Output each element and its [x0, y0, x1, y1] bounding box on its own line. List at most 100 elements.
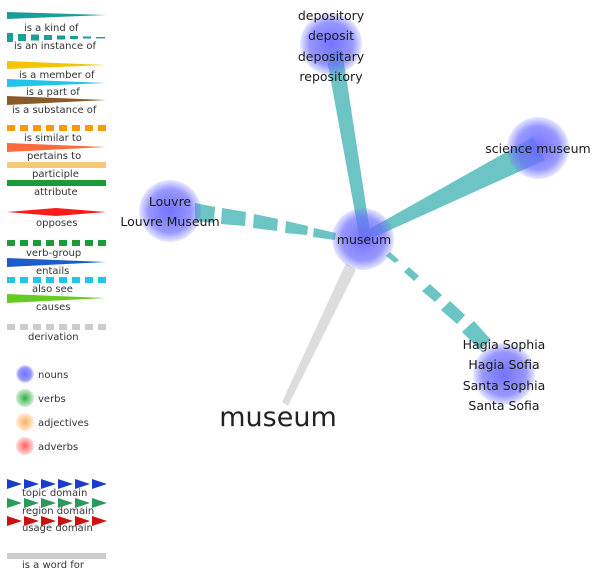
- legend-item-also-see: also see: [7, 277, 106, 295]
- legend-label: causes: [36, 302, 71, 313]
- synonym-label: Louvre: [149, 194, 192, 209]
- bar-swatch: [7, 553, 106, 559]
- legend: is a kind of is an instance of is a memb…: [7, 12, 107, 571]
- legend-item-kind-of: is a kind of: [7, 12, 106, 34]
- usage-arrows-icon: [7, 516, 107, 526]
- edge-louvre-instance-of: [195, 203, 336, 240]
- legend-label: usage domain: [22, 523, 93, 534]
- edges: [195, 50, 545, 406]
- bar-swatch: [7, 162, 106, 168]
- legend-label: is similar to: [24, 133, 82, 144]
- legend-label: is a substance of: [12, 105, 97, 116]
- legend-label: verbs: [38, 394, 66, 405]
- legend-label: region domain: [22, 506, 94, 517]
- wedge-swatch: [7, 96, 106, 105]
- legend-label: adverbs: [38, 442, 78, 453]
- graph: depository deposit depositary repository…: [120, 8, 590, 433]
- legend-item-verb-group: verb-group: [7, 240, 106, 259]
- noun-node-icon: [332, 208, 394, 270]
- legend-item-usage-domain: usage domain: [7, 516, 107, 534]
- legend-label: attribute: [34, 187, 78, 198]
- legend-item-member-of: is a member of: [7, 61, 106, 81]
- dash-swatch: [83, 36, 91, 39]
- edge-hagia-sophia-instance-of: [386, 252, 491, 350]
- legend-label: pertains to: [27, 151, 81, 162]
- edge-word-for: [282, 263, 356, 406]
- legend-label: adjectives: [38, 418, 89, 429]
- node-louvre[interactable]: Louvre Louvre Museum: [120, 180, 220, 242]
- noun-node-icon: [300, 13, 362, 75]
- synonym-label: museum: [337, 232, 391, 247]
- legend-label: verb-group: [26, 248, 81, 259]
- noun-node-icon: [139, 180, 201, 242]
- legend-label: derivation: [28, 332, 79, 343]
- synonym-label: Santa Sofia: [468, 398, 539, 413]
- legend-item-substance-of: is a substance of: [7, 96, 106, 116]
- verb-swatch-icon: [16, 389, 34, 407]
- dash-swatch: [57, 35, 65, 40]
- lemma-word-label[interactable]: museum: [219, 402, 337, 433]
- wedge-swatch: [7, 61, 106, 69]
- legend-item-derivation: derivation: [7, 324, 106, 343]
- legend-item-adverbs: adverbs: [16, 437, 78, 455]
- synonym-label: depositary: [298, 49, 365, 64]
- synonym-label: depository: [298, 8, 365, 23]
- legend-item-topic-domain: topic domain: [7, 479, 107, 499]
- legend-label: opposes: [36, 218, 78, 229]
- legend-item-causes: causes: [7, 294, 106, 313]
- dash-swatch: [31, 34, 39, 41]
- noun-node-icon: [507, 117, 569, 179]
- legend-label: entails: [36, 266, 69, 277]
- wedge-swatch: [7, 12, 106, 19]
- node-hagia-sophia[interactable]: Hagia Sophia Hagia Sofia Santa Sophia Sa…: [463, 337, 546, 413]
- legend-item-entails: entails: [7, 258, 106, 277]
- legend-label: is a member of: [19, 70, 95, 81]
- legend-label: is a word for: [22, 560, 85, 571]
- dash-swatch: [7, 33, 13, 42]
- dash-swatch: [70, 36, 78, 39]
- legend-item-attribute: attribute: [7, 180, 106, 198]
- legend-label: topic domain: [22, 488, 87, 499]
- noun-node-icon: [473, 343, 535, 405]
- synonym-label: Santa Sophia: [463, 378, 546, 393]
- dash-swatch: [44, 35, 52, 40]
- diamond-swatch: [7, 208, 106, 216]
- bar-swatch: [7, 180, 106, 186]
- noun-swatch-icon: [16, 365, 34, 383]
- adverb-swatch-icon: [16, 437, 34, 455]
- wedge-swatch: [7, 294, 106, 303]
- legend-item-nouns: nouns: [16, 365, 68, 383]
- edge-science-museum-kind-of: [364, 137, 545, 240]
- legend-label: nouns: [38, 370, 68, 381]
- legend-label: participle: [32, 169, 79, 180]
- legend-item-similar-to: is similar to: [7, 125, 106, 144]
- dash-swatch: [96, 37, 105, 39]
- synonym-label: repository: [299, 69, 363, 84]
- node-depository[interactable]: depository deposit depositary repository: [298, 8, 365, 84]
- legend-item-region-domain: region domain: [7, 498, 107, 517]
- dash-swatch: [18, 34, 26, 41]
- wedge-swatch: [7, 258, 106, 267]
- legend-item-opposes: opposes: [7, 208, 106, 229]
- synonym-label: Louvre Museum: [120, 214, 219, 229]
- legend-label: is an instance of: [14, 41, 96, 52]
- node-museum-center[interactable]: museum: [332, 208, 394, 270]
- wedge-swatch: [7, 79, 106, 87]
- legend-label: also see: [32, 284, 73, 295]
- synonym-label: Hagia Sofia: [468, 357, 539, 372]
- legend-item-adjectives: adjectives: [16, 413, 89, 431]
- node-science-museum[interactable]: science museum: [485, 117, 591, 179]
- synonym-label: Hagia Sophia: [463, 337, 546, 352]
- edge-depository-kind-of: [326, 50, 371, 240]
- legend-item-part-of: is a part of: [7, 79, 106, 98]
- synonym-label: science museum: [485, 141, 590, 156]
- wedge-swatch: [7, 143, 106, 152]
- region-arrows-icon: [7, 498, 107, 508]
- legend-label: is a part of: [26, 87, 80, 98]
- topic-arrows-icon: [7, 479, 107, 489]
- legend-item-pertains-to: pertains to: [7, 143, 106, 162]
- synonym-label: deposit: [308, 28, 354, 43]
- adjective-swatch-icon: [16, 413, 34, 431]
- legend-item-instance-of: is an instance of: [7, 33, 105, 52]
